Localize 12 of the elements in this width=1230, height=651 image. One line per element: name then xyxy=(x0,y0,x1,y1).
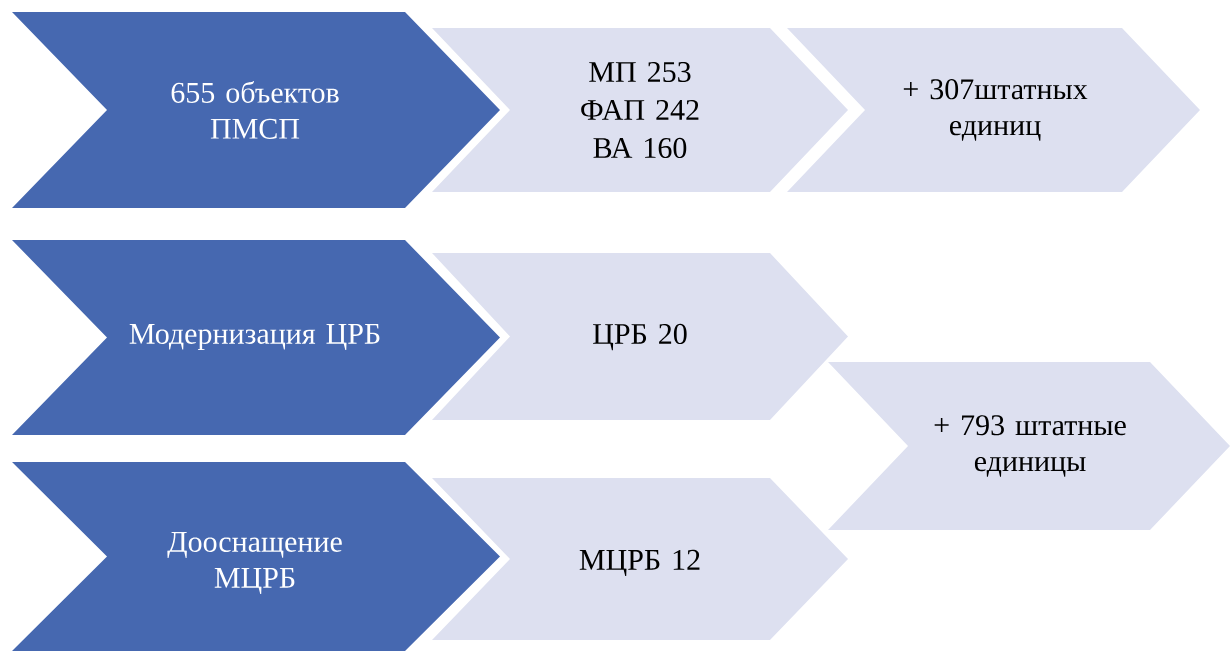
chevron-box: + 307штатных единиц xyxy=(787,28,1200,192)
chevron-box: + 793 штатные единицы xyxy=(828,362,1230,530)
node-label: ФАП 242 xyxy=(581,99,699,120)
chevron-box: МП 253 ФАП 242 ВА 160 xyxy=(432,28,848,192)
node-label: + 307штатных единиц xyxy=(903,79,1088,141)
node-label: ВА 160 xyxy=(593,137,687,159)
chevron-box: МЦРБ 12 xyxy=(432,478,848,640)
chevron-box: Дооснащение МЦРБ xyxy=(12,462,500,651)
chevron-box: 655 объектов ПМСП xyxy=(12,12,500,208)
chevron-box: Модернизация ЦРБ xyxy=(12,240,500,435)
chevron-box: ЦРБ 20 xyxy=(432,253,848,420)
node-label: МП 253 xyxy=(589,61,691,83)
